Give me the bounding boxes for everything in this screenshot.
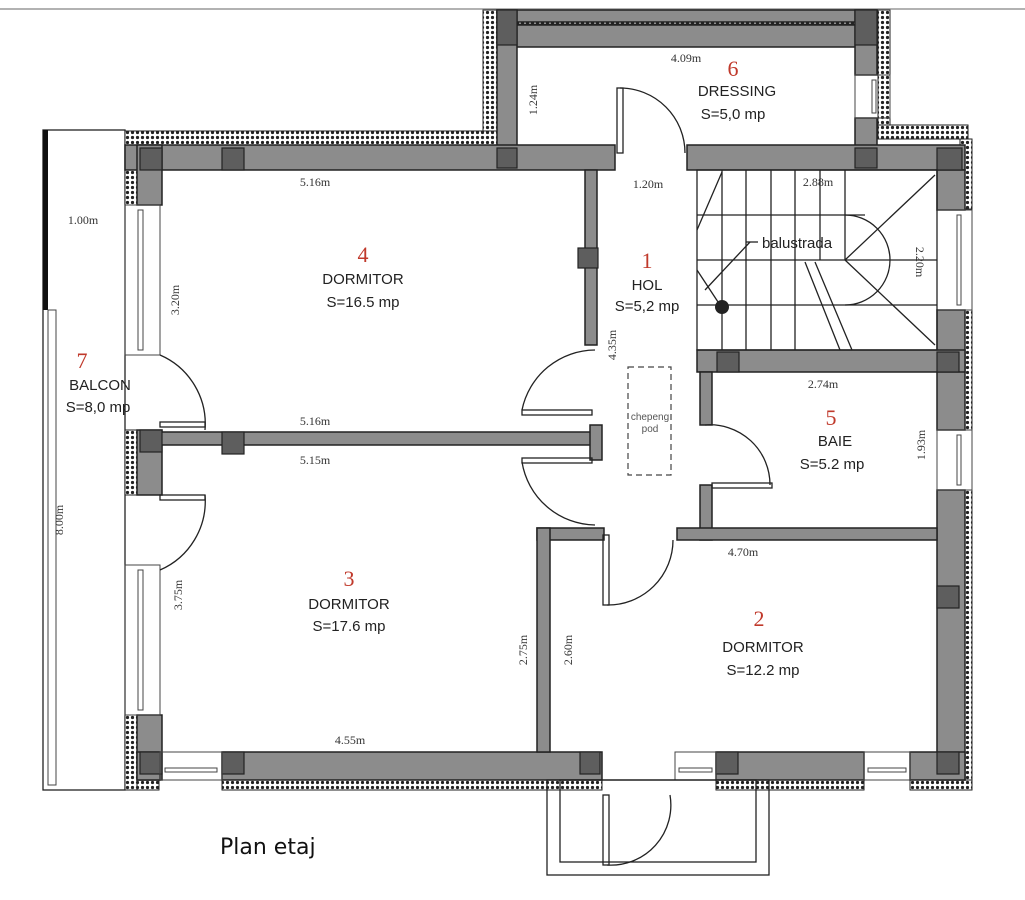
svg-text:1.20m: 1.20m (633, 177, 664, 191)
svg-text:S=17.6 mp: S=17.6 mp (313, 618, 386, 635)
svg-text:2.60m: 2.60m (561, 634, 575, 665)
attic-trapdoor (627, 366, 672, 476)
trapdoor-label-1: chepeng (631, 412, 669, 423)
trapdoor-label-2: pod (642, 424, 659, 435)
svg-text:1: 1 (642, 248, 653, 273)
svg-text:BALCON: BALCON (69, 377, 131, 394)
staircase: balustrada (696, 169, 938, 351)
svg-text:S=16.5 mp: S=16.5 mp (327, 294, 400, 311)
svg-text:S=12.2 mp: S=12.2 mp (727, 662, 800, 679)
svg-text:S=5.2 mp: S=5.2 mp (800, 456, 865, 473)
svg-text:7: 7 (77, 348, 88, 373)
newel-post-icon (715, 300, 729, 314)
svg-text:8.00m: 8.00m (52, 504, 66, 535)
svg-text:1.24m: 1.24m (526, 84, 540, 115)
walls (124, 9, 966, 781)
svg-text:DRESSING: DRESSING (698, 83, 776, 100)
svg-text:4.70m: 4.70m (728, 545, 759, 559)
svg-text:2.74m: 2.74m (808, 377, 839, 391)
room-6-dressing: 6 DRESSING S=5,0 mp (698, 56, 776, 123)
svg-text:4.55m: 4.55m (335, 733, 366, 747)
svg-text:DORMITOR: DORMITOR (308, 596, 390, 613)
svg-text:2.88m: 2.88m (803, 175, 834, 189)
svg-text:3.75m: 3.75m (171, 579, 185, 610)
svg-text:1.00m: 1.00m (68, 213, 99, 227)
svg-text:S=5,2 mp: S=5,2 mp (615, 298, 680, 315)
svg-text:5.15m: 5.15m (300, 453, 331, 467)
svg-text:DORMITOR: DORMITOR (322, 271, 404, 288)
balcony-outline (42, 129, 126, 791)
svg-text:5.16m: 5.16m (300, 175, 331, 189)
room-2-dormitor: 2 DORMITOR S=12.2 mp (722, 606, 804, 679)
pillars (139, 9, 963, 775)
svg-text:DORMITOR: DORMITOR (722, 639, 804, 656)
svg-text:S=8,0 mp: S=8,0 mp (66, 399, 131, 416)
svg-text:1.93m: 1.93m (914, 429, 928, 460)
room-1-hol: 1 HOL S=5,2 mp (615, 248, 680, 315)
svg-text:S=5,0 mp: S=5,0 mp (701, 106, 766, 123)
room-7-balcon: 7 BALCON S=8,0 mp (66, 348, 131, 416)
front-balcony (546, 779, 770, 876)
svg-text:2: 2 (754, 606, 765, 631)
svg-text:3.20m: 3.20m (168, 284, 182, 315)
balustrade-label: balustrada (762, 235, 833, 252)
svg-text:4: 4 (358, 242, 369, 267)
svg-text:6: 6 (728, 56, 739, 81)
svg-text:5.16m: 5.16m (300, 414, 331, 428)
svg-text:2.75m: 2.75m (516, 634, 530, 665)
dimension-labels: 4.09m 1.24m 1.20m 2.88m 2.20m 5.16m 5.16… (52, 51, 928, 747)
room-4-dormitor: 4 DORMITOR S=16.5 mp (322, 242, 404, 311)
svg-text:HOL: HOL (632, 277, 663, 294)
plan-caption: Plan etaj (220, 835, 316, 860)
svg-text:4.35m: 4.35m (605, 329, 619, 360)
svg-text:2.20m: 2.20m (913, 247, 927, 278)
room-5-baie: 5 BAIE S=5.2 mp (800, 405, 865, 473)
svg-text:5: 5 (826, 405, 837, 430)
svg-text:BAIE: BAIE (818, 433, 852, 450)
doors (159, 87, 773, 866)
svg-text:3: 3 (344, 566, 355, 591)
svg-text:4.09m: 4.09m (671, 51, 702, 65)
room-3-dormitor: 3 DORMITOR S=17.6 mp (308, 566, 390, 635)
